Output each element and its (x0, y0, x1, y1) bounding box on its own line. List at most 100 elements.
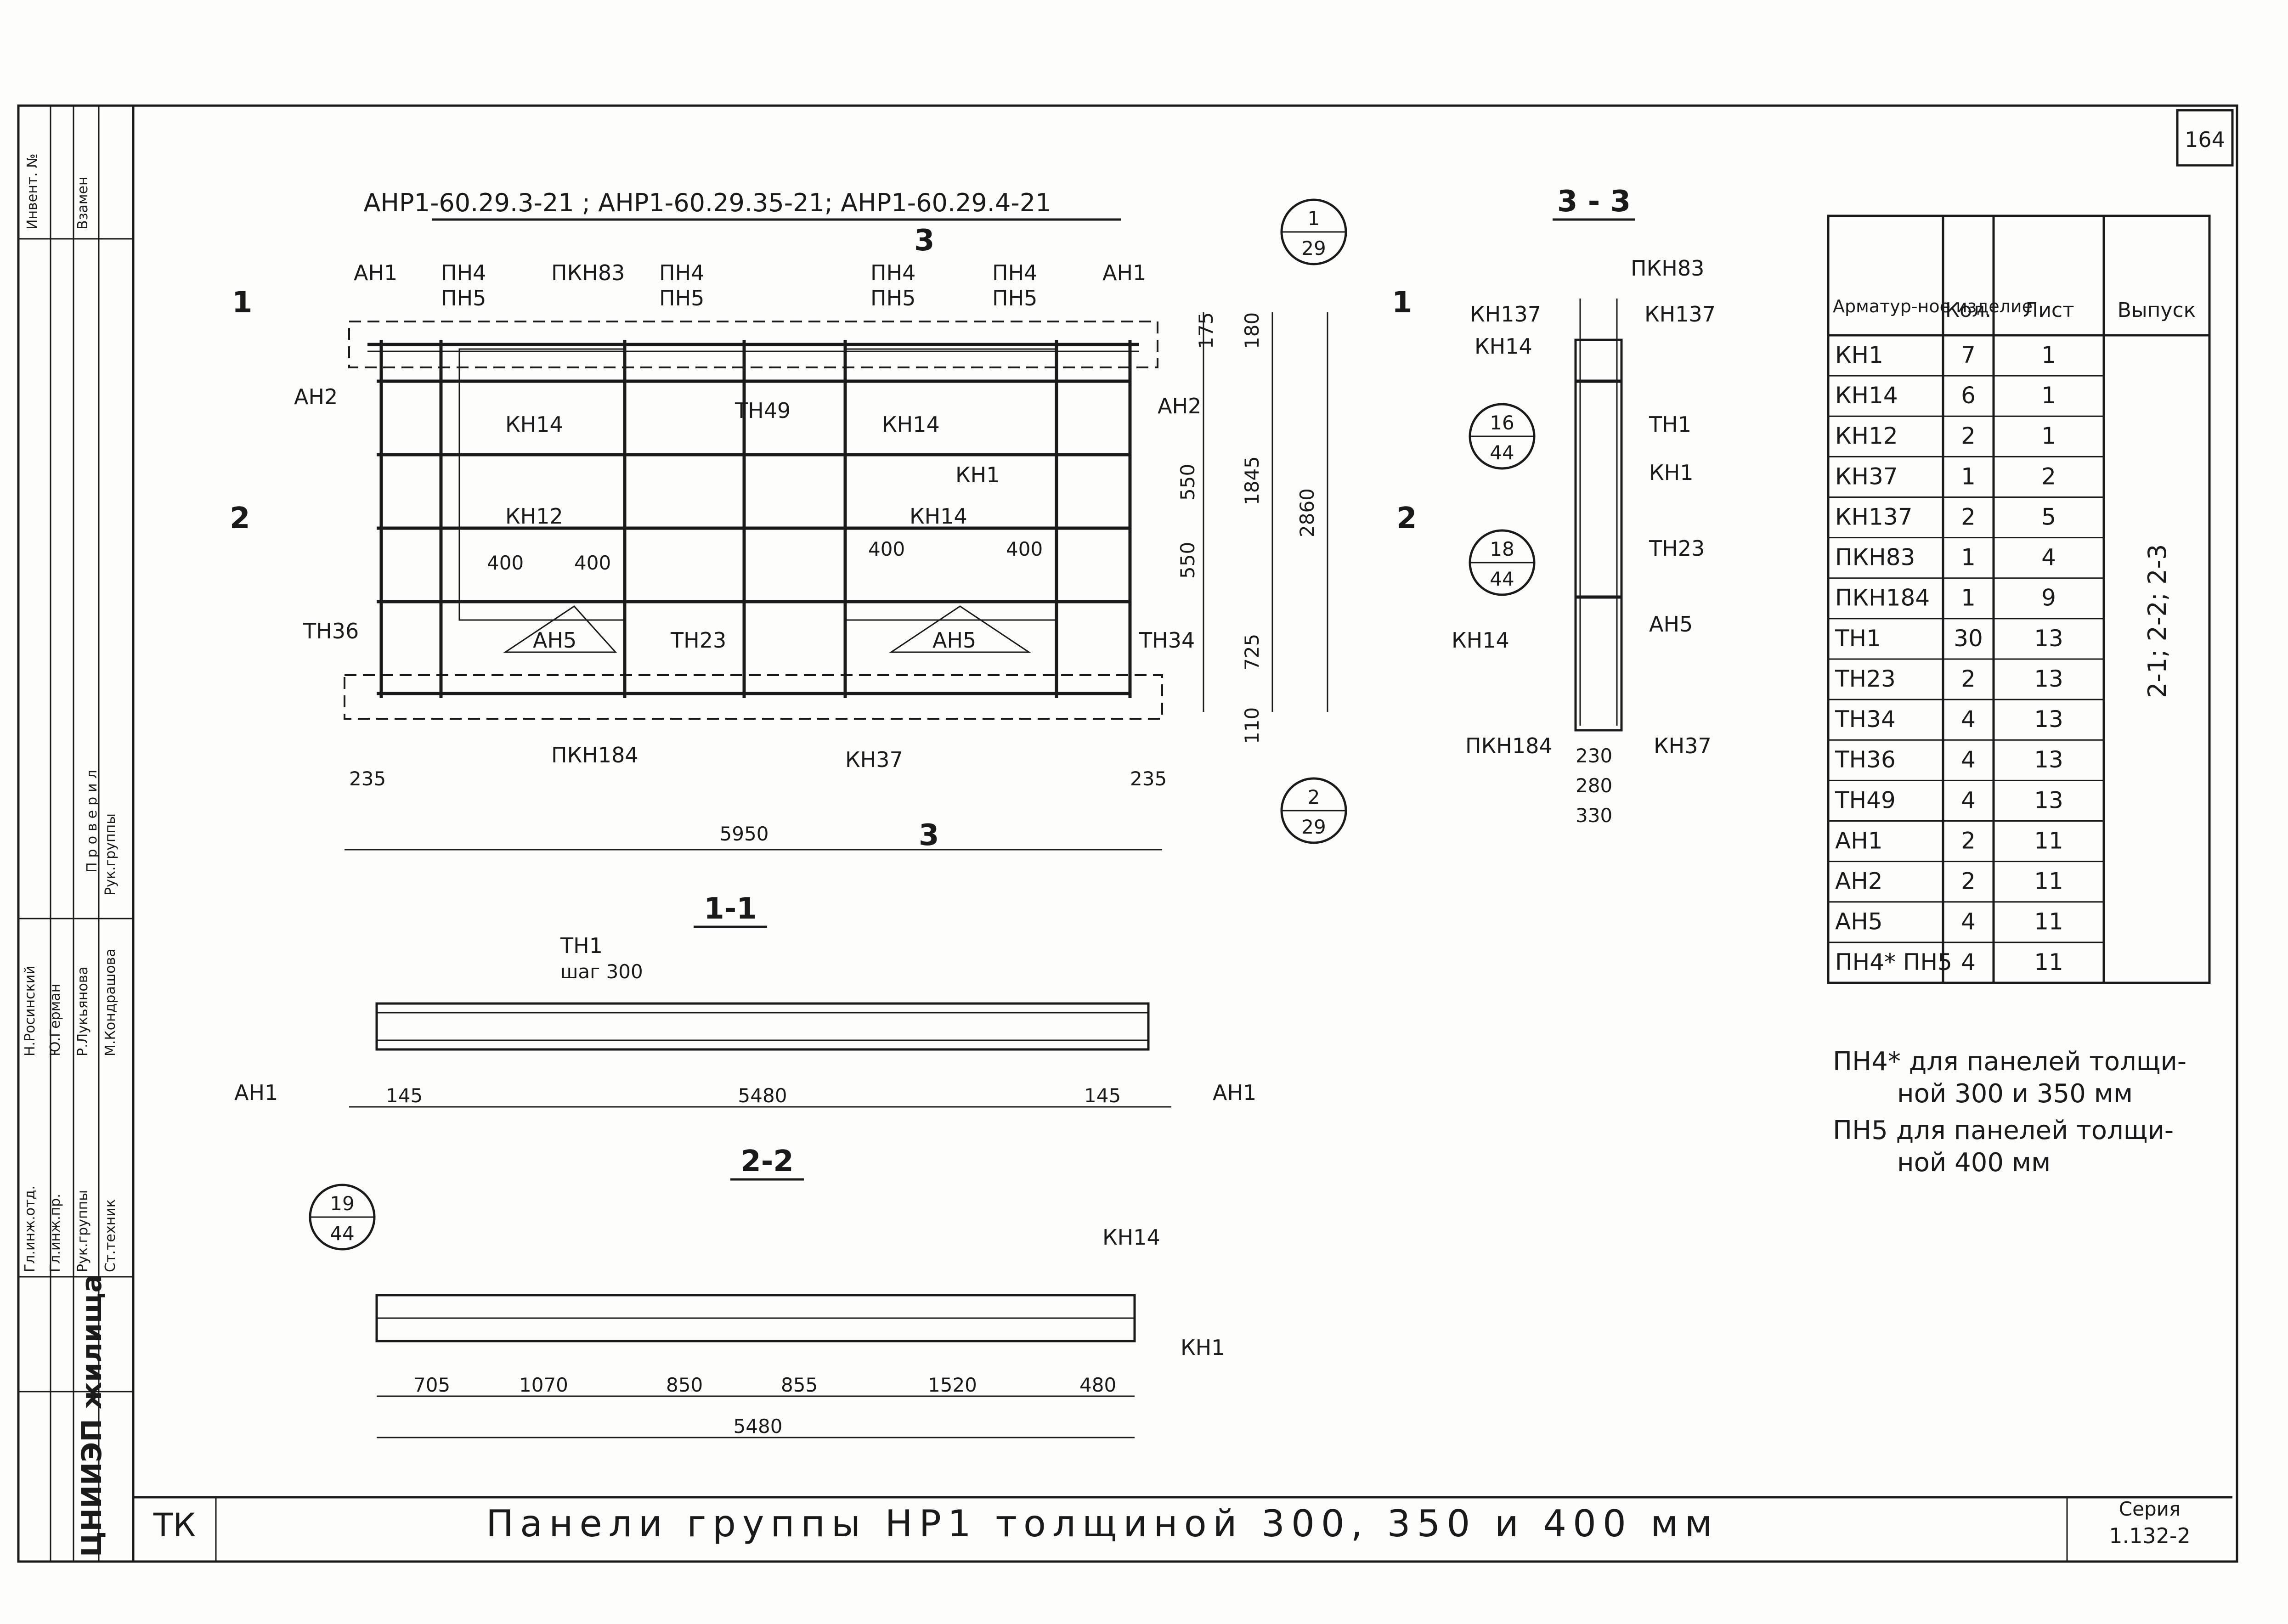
label-tn23: ТН23 (670, 628, 726, 653)
section-1-1-title: 1-1 (704, 892, 757, 926)
label-tn34: ТН34 (1139, 628, 1195, 653)
svg-text:1: 1 (1308, 207, 1320, 230)
s33-dim-280: 280 (1576, 774, 1612, 797)
table-cell-qty: 1 (1961, 463, 1976, 490)
table-cell-item: АН2 (1835, 868, 1883, 895)
table-cell-qty: 7 (1961, 342, 1976, 368)
s33-label-kn137-right: КН137 (1644, 302, 1716, 327)
drawing-title: АНР1-60.29.3-21 ; АНР1-60.29.35-21; АНР1… (363, 188, 1051, 217)
table-cell-qty: 6 (1961, 382, 1976, 409)
s22-label-kn14: КН14 (1102, 1225, 1160, 1250)
label-pn5-2: ПН5 (659, 286, 704, 310)
table-cell-item: ТН34 (1835, 706, 1896, 733)
callout-19-44: 19 44 (309, 1184, 376, 1251)
callout-18-44: 18 44 (1469, 529, 1536, 596)
table-cell-qty: 2 (1961, 423, 1976, 449)
table-cell-item: КН14 (1835, 382, 1898, 409)
dim-235-right: 235 (1130, 767, 1167, 790)
dim-550-a: 550 (1176, 464, 1199, 501)
dim-175: 175 (1195, 312, 1217, 349)
s33-label-tn23: ТН23 (1649, 536, 1705, 561)
section-2-2: 2-2 КН14 КН1 705 1070 850 855 1520 480 5… (375, 1145, 1225, 1438)
s22-dim-855: 855 (781, 1374, 818, 1396)
table-cell-qty: 1 (1961, 585, 1976, 611)
note-line-1: ПН4* для панелей толщи- (1833, 1047, 2186, 1077)
schedule-table: Арматур-ное изделие Кол. Лист Выпуск КН1… (1827, 214, 2211, 984)
svg-text:44: 44 (1490, 441, 1514, 464)
dim-235-left: 235 (349, 767, 386, 790)
label-pn4-4: ПН4 (992, 260, 1037, 285)
label-an1-left: АН1 (354, 260, 397, 285)
table-cell-sheet: 13 (2034, 787, 2063, 813)
table-cell-sheet: 5 (2041, 503, 2056, 530)
main-view (344, 321, 1163, 720)
dim-1845: 1845 (1241, 456, 1263, 505)
cut-1-left: 1 (232, 286, 253, 320)
table-cell-sheet: 13 (2034, 625, 2063, 652)
series-value: 1.132-2 (2109, 1523, 2191, 1548)
table-cell-sheet: 1 (2041, 382, 2056, 409)
sheet-frame (17, 104, 2238, 1563)
s33-label-tn1: ТН1 (1649, 412, 1691, 437)
table-cell-qty: 4 (1961, 787, 1976, 813)
table-cell-item: АН1 (1835, 827, 1883, 854)
label-kn37: КН37 (845, 747, 903, 772)
cut-3-top: 3 (914, 224, 935, 258)
org-name: ЦНИИЭП жилища (76, 1274, 108, 1557)
main-view-labels: АН1 ПН4 ПН5 ПКН83 ПН4 ПН5 ПН4 ПН5 ПН4 ПН… (294, 260, 1201, 772)
table-cell-sheet: 2 (2041, 463, 2056, 490)
label-pn5-4: ПН5 (992, 286, 1037, 310)
table-cell-item: КН12 (1835, 423, 1898, 449)
dim-110: 110 (1241, 707, 1263, 744)
table-cell-sheet: 11 (2034, 868, 2063, 895)
table-cell-sheet: 11 (2034, 908, 2063, 935)
table-cell-item: ПН4* ПН5 (1835, 949, 1952, 976)
strip-name-2: Ю.Герман (47, 984, 63, 1056)
s22-dim-480: 480 (1079, 1374, 1116, 1396)
strip-extra: Рук.группы (102, 813, 119, 896)
s22-dim-850: 850 (666, 1374, 703, 1396)
svg-text:44: 44 (1490, 568, 1514, 590)
s11-label-tn1: ТН1 (560, 933, 603, 958)
cut-3-bottom: 3 (919, 818, 939, 852)
s11-dim-145-left: 145 (386, 1084, 423, 1107)
s11-label-an1-left: АН1 (234, 1080, 278, 1105)
s33-dim-330: 330 (1576, 804, 1612, 827)
s11-label-an1-right: АН1 (1213, 1080, 1256, 1105)
table-cell-qty: 2 (1961, 827, 1976, 854)
cut-2-left: 2 (230, 502, 250, 536)
callout-1-29: 1 29 (1280, 198, 1347, 265)
table-cell-sheet: 11 (2034, 949, 2063, 976)
label-pn4-3: ПН4 (870, 260, 915, 285)
table-cell-sheet: 13 (2034, 746, 2063, 773)
label-pn5-3: ПН5 (870, 286, 915, 310)
label-an5-2: АН5 (932, 628, 976, 653)
series-label: Серия (2119, 1498, 2181, 1520)
svg-text:19: 19 (330, 1192, 354, 1215)
section-1-1: 1-1 ТН1 шаг 300 АН1 АН1 145 5480 145 (234, 892, 1256, 1108)
strip-inv-label: Инвент. № (24, 153, 40, 230)
dim-400-a: 400 (487, 552, 524, 574)
table-cell-item: ТН23 (1835, 665, 1896, 692)
section-2-2-title: 2-2 (740, 1145, 794, 1179)
s22-dim-1070: 1070 (519, 1374, 568, 1396)
s33-label-kn137-left: КН137 (1470, 302, 1541, 327)
table-cell-item: ПКН184 (1835, 585, 1930, 611)
col-header-release: Выпуск (2118, 299, 2196, 322)
table-cell-qty: 4 (1961, 908, 1976, 935)
callout-2-29: 2 29 (1280, 777, 1347, 844)
s22-label-kn1: КН1 (1181, 1335, 1225, 1360)
main-view-dims: 400 400 400 400 175 180 550 550 725 110 … (345, 312, 1328, 851)
table-cell-item: ТН36 (1835, 746, 1896, 773)
table-cell-qty: 4 (1961, 706, 1976, 733)
table-cell-qty: 1 (1961, 544, 1976, 571)
col-header-item: Арматур-ное изделие (1833, 296, 2033, 316)
s11-label-step: шаг 300 (560, 960, 643, 983)
section-marks: 1 1 2 2 3 3 (230, 224, 1417, 852)
label-kn14-1: КН14 (505, 412, 563, 437)
table-cell-sheet: 13 (2034, 665, 2063, 692)
table-cell-sheet: 1 (2041, 342, 2056, 368)
cut-1-right: 1 (1392, 286, 1412, 320)
s11-dim-5480: 5480 (738, 1084, 787, 1107)
strip-check-label: Проверил (84, 765, 100, 873)
